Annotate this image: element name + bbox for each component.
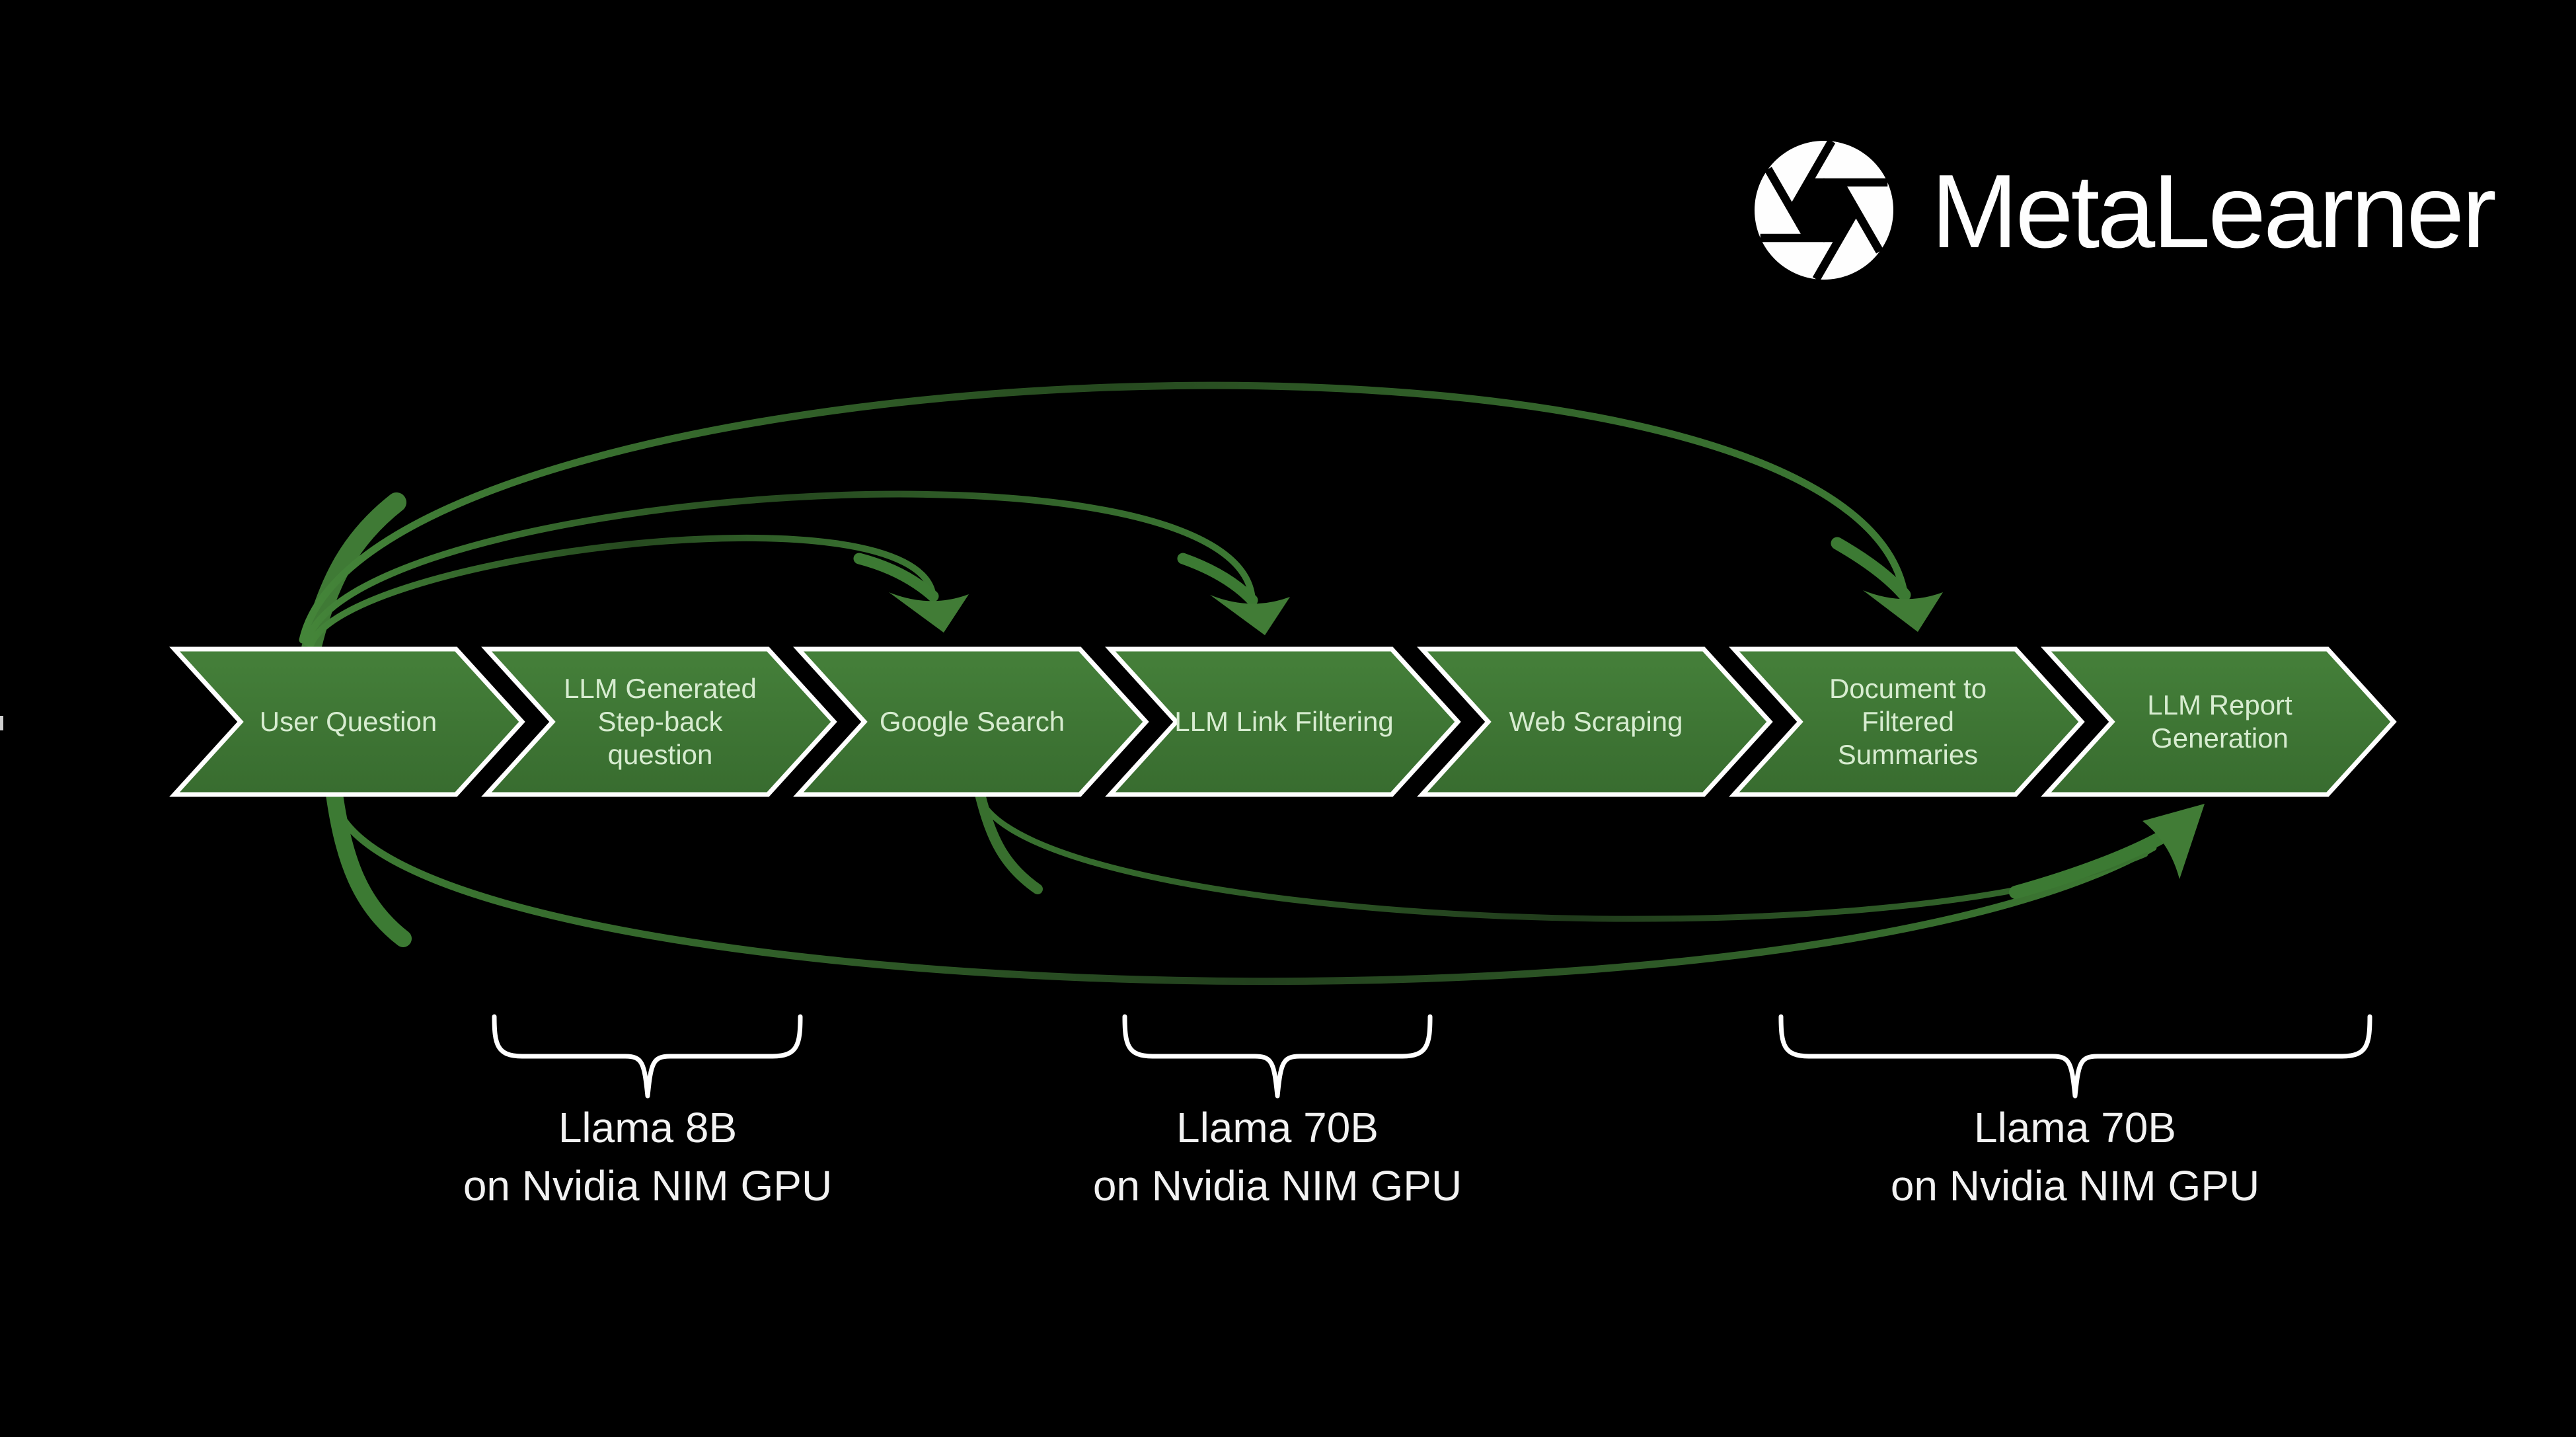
bottom-arc-from-user-question [330, 793, 2157, 986]
gpu-group-llama-70b-right: Llama 70B on Nvidia NIM GPU [1778, 1099, 2372, 1215]
left-edge-artifact [0, 716, 3, 730]
step-label-report-generation: LLM Report Generation [2147, 689, 2292, 754]
bottom-arc-thickening [2009, 830, 2169, 899]
bottom-arc-tail-a [326, 786, 412, 947]
chevron-web-scraping [1417, 646, 1773, 797]
gpu-platform: on Nvidia NIM GPU [1890, 1162, 2260, 1210]
gpu-group-llama-8b: Llama 8B on Nvidia NIM GPU [350, 1099, 945, 1215]
arrowhead-doc-summaries [1863, 590, 1943, 632]
gpu-model: Llama 8B [558, 1104, 738, 1151]
brace-llama-8b [492, 1014, 803, 1099]
bottom-arc-tail-b [975, 789, 1043, 894]
braces [492, 1014, 2372, 1099]
step-label-web-scraping: Web Scraping [1509, 706, 1683, 737]
step-label-link-filtering: LLM Link Filtering [1174, 706, 1394, 737]
bottom-arc-from-google-search [976, 794, 2148, 922]
pipeline-chevrons [169, 646, 2397, 797]
step-label-google-search: Google Search [879, 706, 1065, 737]
chevron-report-generation [2041, 646, 2397, 797]
arrowhead-link-filtering [1210, 595, 1290, 635]
top-arc2-thickening [1177, 553, 1258, 606]
brace-llama-70b-right [1778, 1014, 2372, 1099]
step-label-stepback-question: LLM Generated Step-back question [564, 673, 757, 770]
aperture-icon [1755, 139, 1893, 282]
arrowhead-report-generation [2142, 804, 2205, 879]
chevron-stepback-question [481, 646, 837, 797]
gpu-platform: on Nvidia NIM GPU [463, 1162, 833, 1210]
step-label-doc-summaries: Document to Filtered Summaries [1829, 673, 1987, 770]
chevron-doc-summaries [1729, 646, 2085, 797]
brace-llama-70b-mid [1122, 1014, 1433, 1099]
top-arc-to-link-filtering [303, 490, 1256, 646]
chevron-google-search [793, 646, 1149, 797]
feedback-arrows-top [299, 381, 1943, 661]
gpu-group-llama-70b-mid: Llama 70B on Nvidia NIM GPU [980, 1099, 1575, 1215]
top-arc-to-doc-summaries [299, 381, 1909, 644]
chevron-user-question [169, 646, 525, 797]
gpu-platform: on Nvidia NIM GPU [1092, 1162, 1462, 1210]
arrowhead-google-search [889, 592, 969, 633]
top-arc3-thickening [1831, 537, 1911, 602]
top-arc-to-google-search [307, 534, 936, 648]
gpu-model: Llama 70B [1176, 1104, 1379, 1151]
top-arc1-thickening [853, 553, 939, 602]
gpu-model: Llama 70B [1974, 1104, 2176, 1151]
chevron-link-filtering [1105, 646, 1461, 797]
feedback-arrows-bottom [326, 786, 2205, 986]
step-label-user-question: User Question [259, 706, 437, 737]
brand-logo-text: MetaLearner [1931, 153, 2497, 270]
